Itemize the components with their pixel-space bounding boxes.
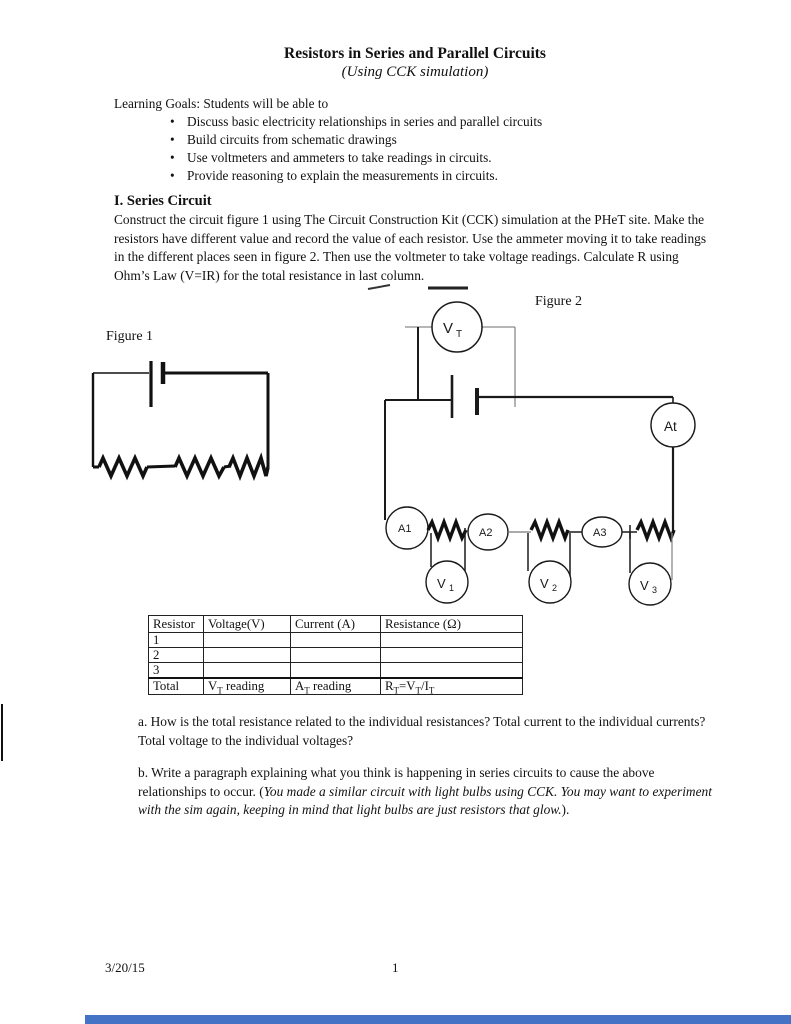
v3-label-sub: 3 <box>652 585 657 595</box>
vt-label-sub: T <box>456 329 462 340</box>
list-item: Provide reasoning to explain the measure… <box>170 167 714 185</box>
question-a: a. How is the total resistance related t… <box>138 714 706 748</box>
v1-label-sub: 1 <box>449 583 454 593</box>
resistor-zigzag <box>635 517 676 543</box>
section-heading: I. Series Circuit <box>114 193 212 209</box>
resistor-zigzag <box>529 517 570 543</box>
title-block: Resistors in Series and Parallel Circuit… <box>105 44 725 81</box>
learning-goals-intro: Learning Goals: Students will be able to <box>114 96 329 111</box>
voltmeter-v3-circle <box>628 562 672 606</box>
learning-goals: Learning Goals: Students will be able to… <box>114 95 714 185</box>
a1-label: A1 <box>398 523 411 535</box>
list-item: Use voltmeters and ammeters to take read… <box>170 149 714 167</box>
list-item: Build circuits from schematic drawings <box>170 131 714 149</box>
footer-date: 3/20/15 <box>105 960 145 975</box>
voltmeter-v2-circle <box>528 560 572 604</box>
cell-resistance-2 <box>380 647 523 663</box>
cell-current-1 <box>290 632 381 648</box>
question-b-italic: You made a similar circuit with light bu… <box>138 783 712 818</box>
question-b-end: ). <box>561 802 570 817</box>
at-label: At <box>664 419 677 434</box>
page-subtitle: (Using CCK simulation) <box>341 64 489 80</box>
cell-total-label: Total <box>148 677 204 695</box>
cell-voltage-2 <box>203 647 291 663</box>
col-header-voltage: Voltage(V) <box>203 615 291 633</box>
cell-total-current: AT reading <box>290 677 381 695</box>
question-b: b. Write a paragraph explaining what you… <box>138 764 718 820</box>
left-edge-mark <box>1 704 3 761</box>
v2-label-sub: 2 <box>552 583 557 593</box>
cell-current-3 <box>290 662 381 679</box>
resistor-zigzag <box>173 453 226 481</box>
voltmeter-vt-circle <box>431 301 483 353</box>
col-header-resistance: Resistance (Ω) <box>380 615 523 633</box>
cell-resistor-2: 2 <box>148 647 204 663</box>
learning-goals-list: Discuss basic electricity relationships … <box>114 113 714 185</box>
table-header-row: Resistor Voltage(V) Current (A) Resistan… <box>148 615 523 633</box>
v1-label: V <box>437 576 446 591</box>
figure2-label: Figure 2 <box>535 294 583 309</box>
bottom-accent-bar <box>85 1015 791 1024</box>
ammeter-at-circle <box>650 402 696 448</box>
cell-resistance-1 <box>380 632 523 648</box>
cell-total-resistance: RT=VT/IT <box>380 677 523 695</box>
v3-label: V <box>640 578 649 593</box>
cell-resistor-1: 1 <box>148 632 204 648</box>
resistor-zigzag <box>227 452 270 481</box>
question-b-text: b. Write a paragraph explaining what you… <box>138 765 655 799</box>
section-body: Construct the circuit figure 1 using The… <box>114 212 707 283</box>
list-item: Discuss basic electricity relationships … <box>170 113 714 131</box>
figure1-circuit <box>91 361 270 481</box>
stray-mark-short <box>367 284 391 290</box>
table-row: 2 <box>148 647 523 663</box>
v2-label: V <box>540 576 549 591</box>
wire <box>146 464 176 469</box>
cell-voltage-3 <box>203 662 291 679</box>
figure1-label: Figure 1 <box>106 329 154 344</box>
voltmeter-v1-circle <box>425 560 469 604</box>
cell-resistance-3 <box>380 662 523 679</box>
a3-label: A3 <box>593 527 606 539</box>
resistor-zigzag <box>97 453 149 481</box>
circuit-diagrams: V T At A1 A2 A3 V 1 V 2 V 3 <box>91 284 696 606</box>
cell-total-voltage: VT reading <box>203 677 291 695</box>
measurement-table: Resistor Voltage(V) Current (A) Resistan… <box>148 615 523 695</box>
cell-voltage-1 <box>203 632 291 648</box>
cell-current-2 <box>290 647 381 663</box>
cell-resistor-3: 3 <box>148 662 204 679</box>
a2-label: A2 <box>479 527 492 539</box>
table-row: 3 <box>148 662 523 679</box>
table-total-row: Total VT reading AT reading RT=VT/IT <box>148 677 523 695</box>
meter-labels: V T At A1 A2 A3 V 1 V 2 V 3 <box>398 320 677 595</box>
page-title: Resistors in Series and Parallel Circuit… <box>284 45 546 62</box>
figure2-circuit <box>384 301 696 606</box>
vt-label: V <box>443 320 453 337</box>
footer-page-number: 1 <box>392 960 399 975</box>
col-header-resistor: Resistor <box>148 615 204 633</box>
col-header-current: Current (A) <box>290 615 381 633</box>
resistor-zigzag <box>426 517 468 543</box>
table-row: 1 <box>148 632 523 648</box>
